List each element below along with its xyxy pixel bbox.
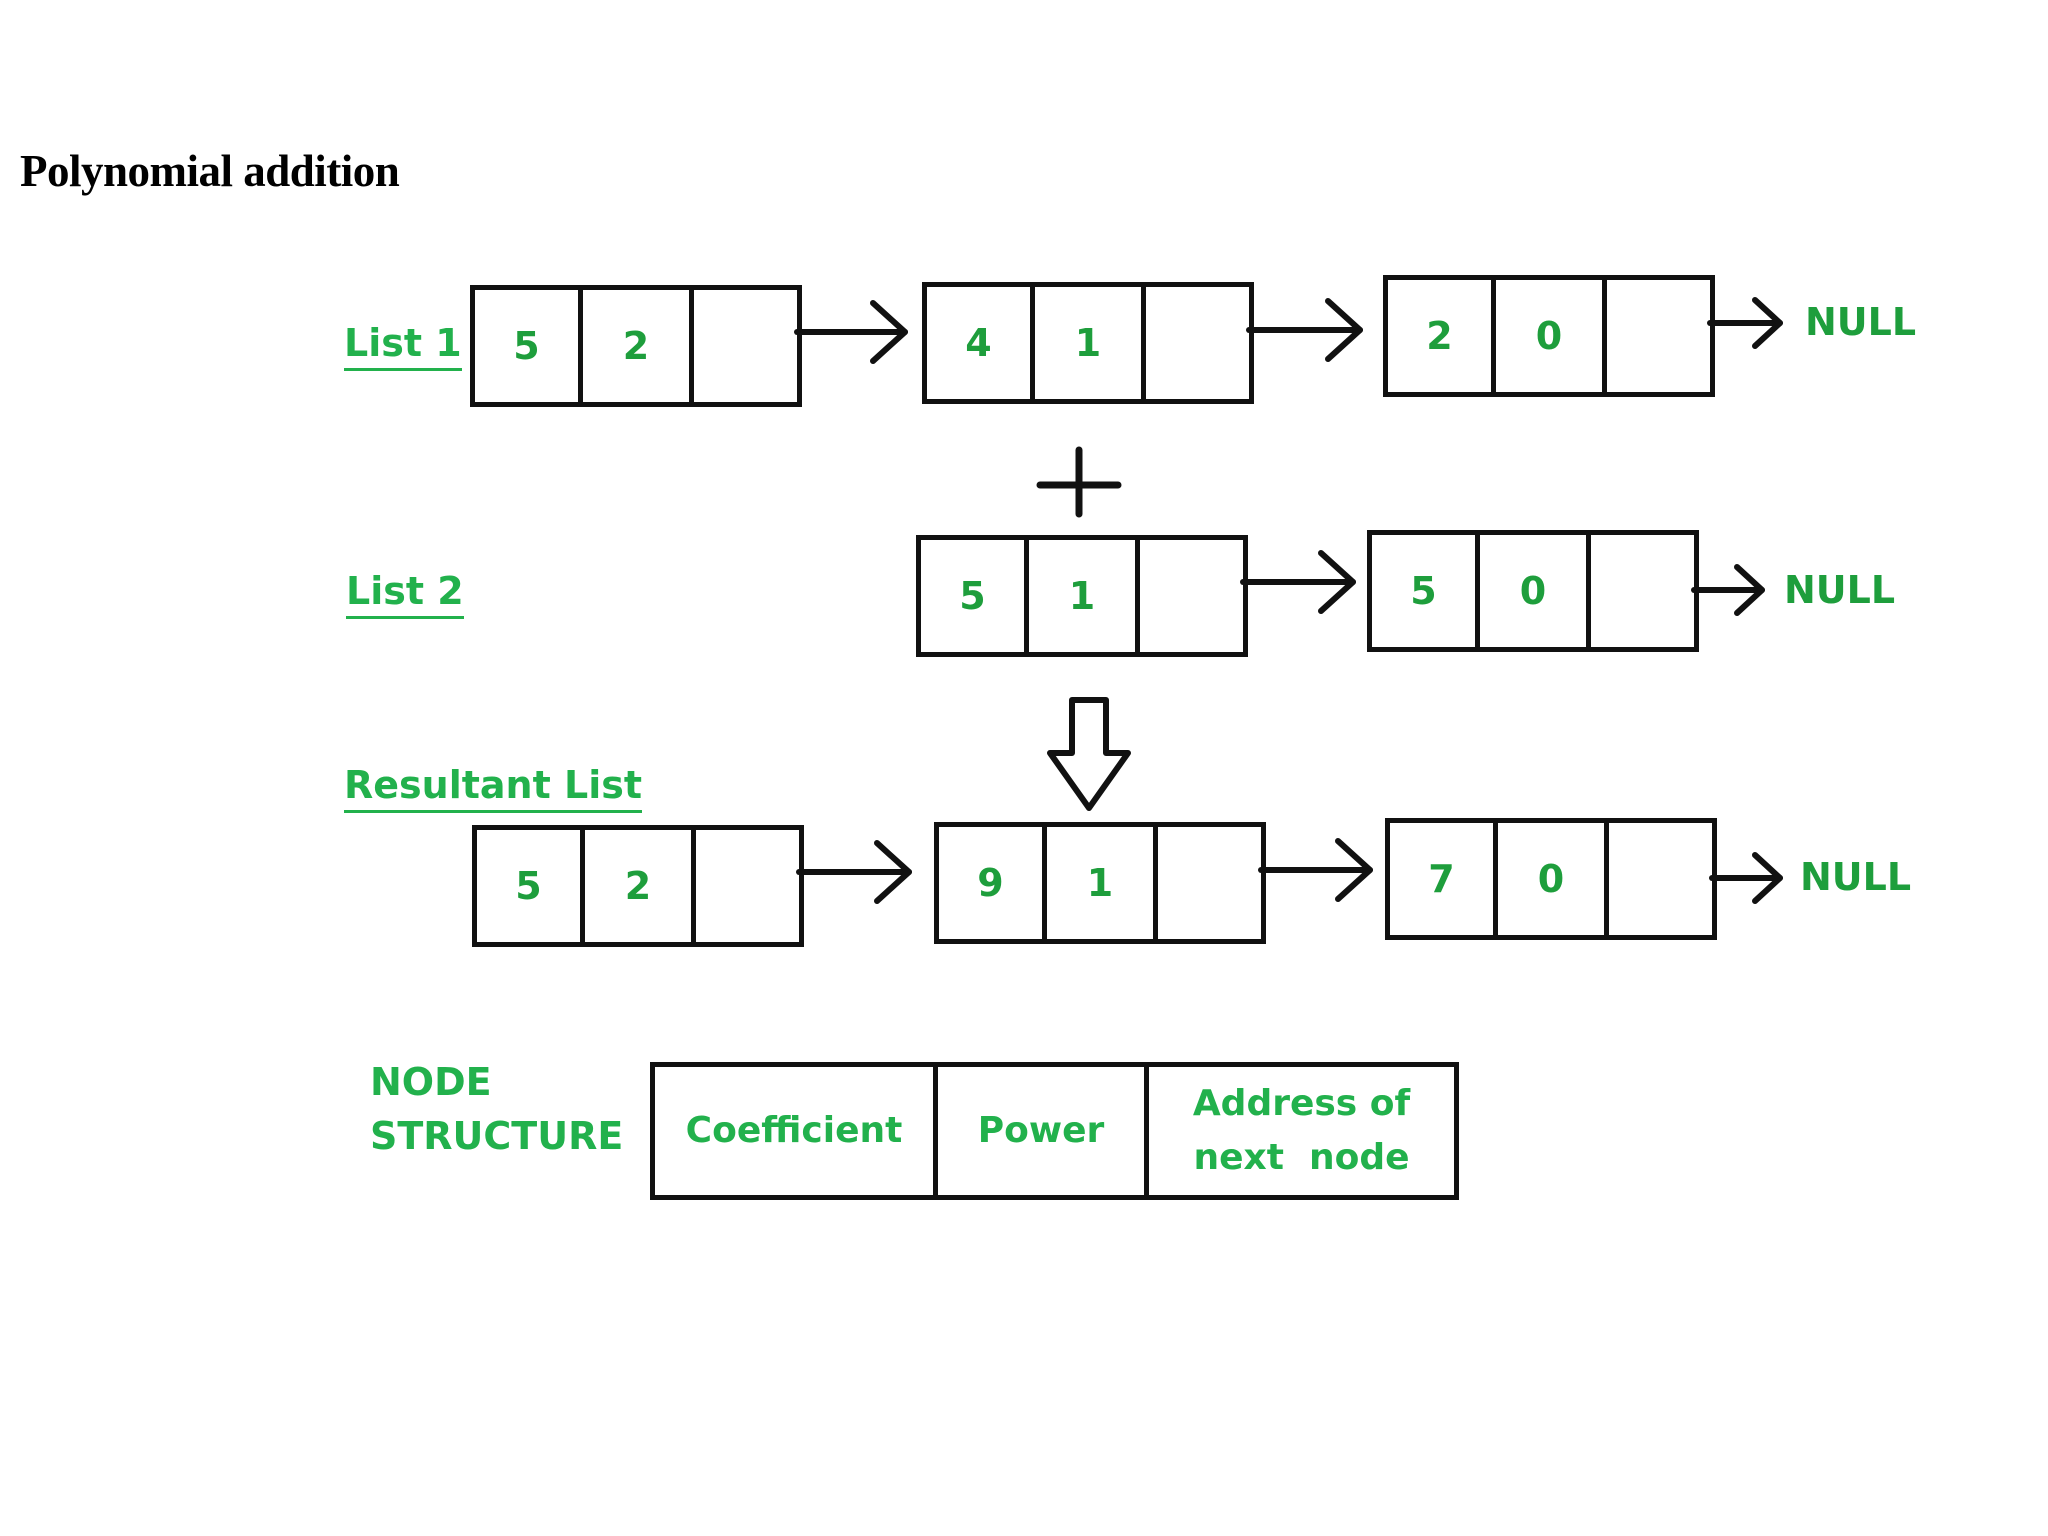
coefficient-cell: 4 bbox=[965, 321, 992, 365]
list1-node-3: 2 0 bbox=[1383, 275, 1715, 397]
coefficient-cell: 5 bbox=[515, 864, 542, 908]
right-arrow-icon bbox=[1709, 852, 1783, 904]
next-address-cell bbox=[691, 830, 799, 942]
power-cell: 0 bbox=[1493, 823, 1604, 935]
result-node-2: 9 1 bbox=[934, 822, 1266, 944]
result-list-label: Resultant List bbox=[344, 763, 643, 813]
result-null: NULL bbox=[1800, 855, 1912, 899]
next-address-line1: Address of bbox=[1192, 1083, 1411, 1124]
next-address-cell bbox=[1141, 287, 1249, 399]
next-address-cell bbox=[1153, 827, 1261, 939]
power-cell: 0 bbox=[1491, 280, 1602, 392]
list2-node-1: 5 1 bbox=[916, 535, 1248, 657]
list1-label: List 1 bbox=[344, 321, 462, 371]
list2-label: List 2 bbox=[346, 569, 464, 619]
coefficient-cell: 2 bbox=[1426, 314, 1453, 358]
coefficient-cell: 9 bbox=[977, 861, 1004, 905]
coefficient-cell: 5 bbox=[513, 324, 540, 368]
coefficient-cell: 5 bbox=[1410, 569, 1437, 613]
power-cell: 2 bbox=[580, 830, 691, 942]
node-structure-box: Coefficient Power Address of next node bbox=[650, 1062, 1459, 1200]
right-arrow-icon bbox=[1240, 550, 1356, 614]
down-arrow-icon bbox=[1047, 697, 1131, 811]
coefficient-cell: 5 bbox=[959, 574, 986, 618]
right-arrow-icon bbox=[796, 840, 912, 904]
list2-null: NULL bbox=[1784, 568, 1896, 612]
coefficient-cell: 7 bbox=[1428, 857, 1455, 901]
right-arrow-icon bbox=[1691, 564, 1765, 616]
power-cell: 1 bbox=[1042, 827, 1153, 939]
next-address-cell bbox=[1604, 823, 1712, 935]
power-cell: 0 bbox=[1475, 535, 1586, 647]
right-arrow-icon bbox=[1246, 298, 1363, 362]
right-arrow-icon bbox=[1707, 297, 1783, 349]
next-address-cell bbox=[1135, 540, 1243, 652]
result-node-1: 5 2 bbox=[472, 825, 804, 947]
list1-node-2: 4 1 bbox=[922, 282, 1254, 404]
plus-icon bbox=[1036, 446, 1122, 518]
list1-null: NULL bbox=[1805, 300, 1917, 344]
diagram-title: Polynomial addition bbox=[20, 146, 400, 196]
power-cell: 2 bbox=[578, 290, 689, 402]
right-arrow-icon bbox=[1258, 838, 1373, 902]
list1-node-1: 5 2 bbox=[470, 285, 802, 407]
next-address-cell bbox=[689, 290, 797, 402]
node-structure-label-line2: STRUCTURE bbox=[370, 1114, 624, 1158]
next-address-cell bbox=[1602, 280, 1710, 392]
coefficient-field: Coefficient bbox=[685, 1110, 903, 1151]
right-arrow-icon bbox=[794, 300, 908, 364]
power-field: Power bbox=[933, 1067, 1144, 1195]
next-address-field: Address of next node bbox=[1144, 1067, 1454, 1195]
next-address-line2: next node bbox=[1193, 1137, 1410, 1178]
next-address-cell bbox=[1586, 535, 1694, 647]
power-cell: 1 bbox=[1024, 540, 1135, 652]
power-cell: 1 bbox=[1030, 287, 1141, 399]
node-structure-label: NODE STRUCTURE bbox=[370, 1055, 623, 1163]
list2-node-2: 5 0 bbox=[1367, 530, 1699, 652]
node-structure-label-line1: NODE bbox=[370, 1060, 492, 1104]
